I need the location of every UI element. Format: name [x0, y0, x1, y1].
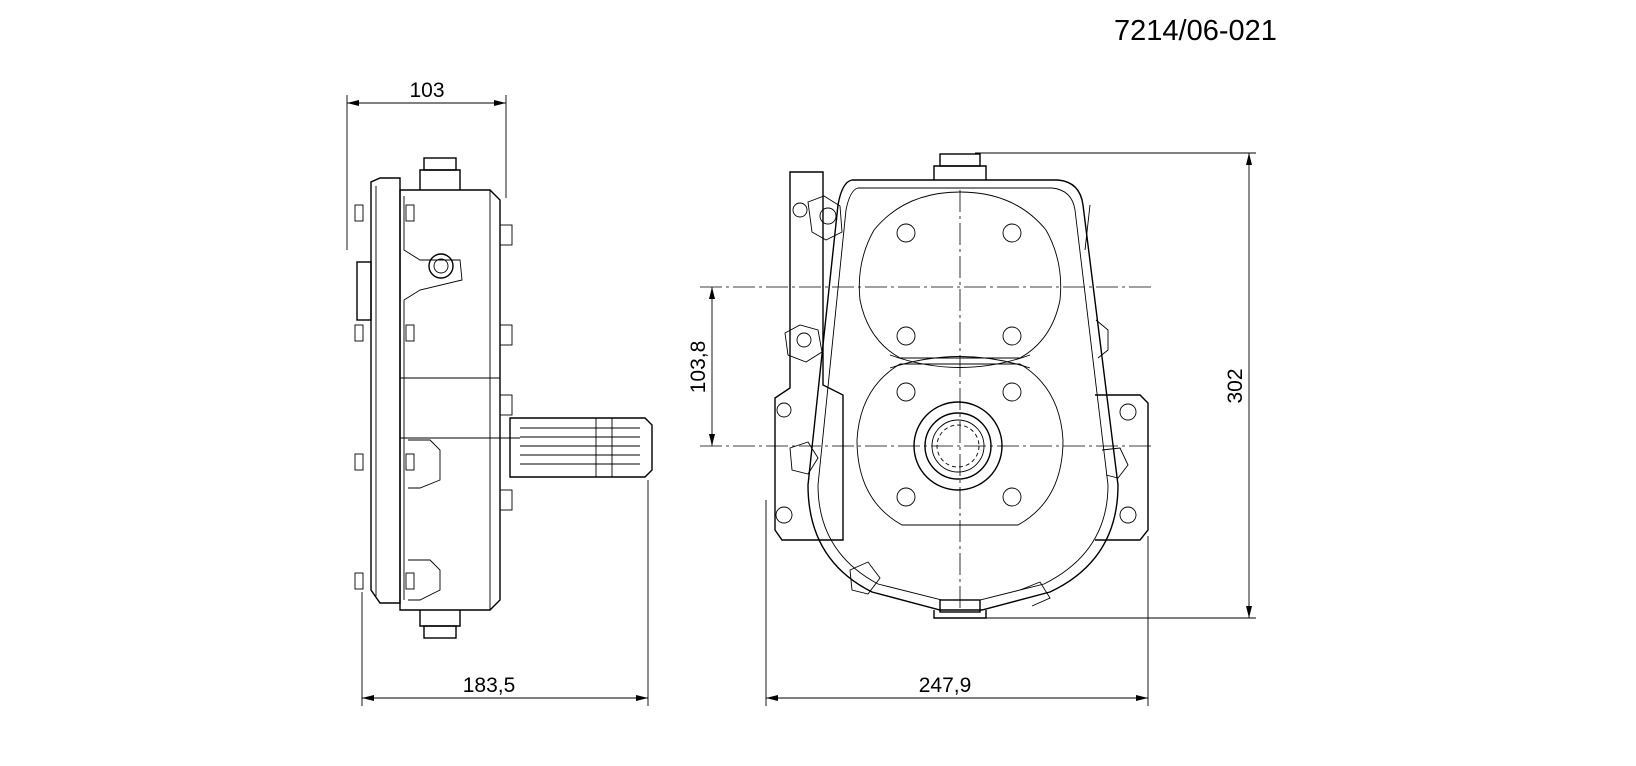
- part-number: 7214/06-021: [1114, 15, 1277, 47]
- dim-label-103-8: 103,8: [687, 341, 710, 394]
- dimension-side-width-top: 103: [346, 79, 507, 250]
- dimension-front-height: 302: [975, 152, 1256, 619]
- dim-label-302: 302: [1224, 368, 1247, 403]
- dim-label-247-9: 247,9: [919, 674, 972, 697]
- dim-label-183-5: 183,5: [463, 674, 516, 697]
- dimension-front-width: 247,9: [765, 500, 1149, 706]
- front-view: [700, 153, 1155, 619]
- side-view: [354, 157, 653, 639]
- dimension-center-distance: 103,8: [687, 287, 715, 446]
- dim-label-103: 103: [409, 79, 444, 102]
- dimension-side-width-bottom: 183,5: [361, 480, 649, 706]
